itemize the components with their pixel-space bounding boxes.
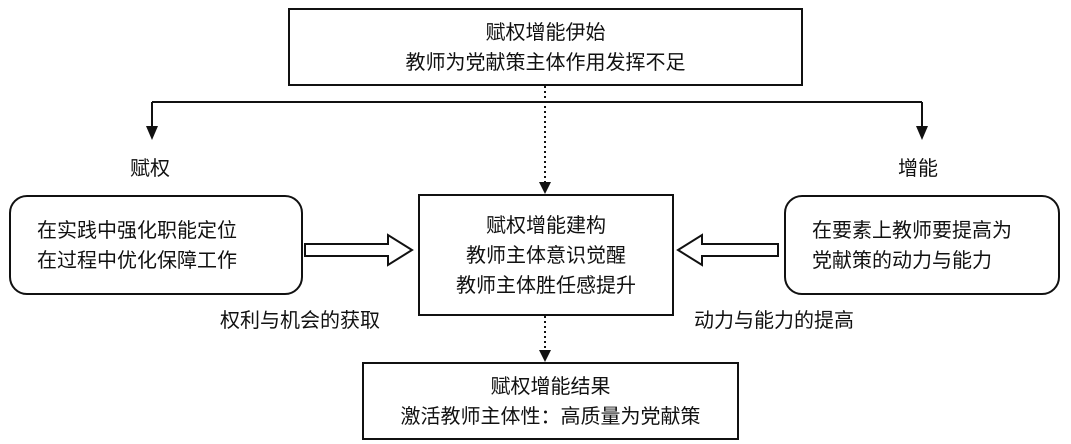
start-title: 赋权增能伊始 xyxy=(485,20,606,44)
right-line2: 党献策的动力与能力 xyxy=(812,248,992,272)
left-line2: 在过程中优化保障工作 xyxy=(37,248,237,272)
right-arrow-label: 动力与能力的提高 xyxy=(694,308,854,332)
left-line1: 在实践中强化职能定位 xyxy=(37,218,237,242)
right-line1: 在要素上教师要提高为 xyxy=(812,218,1012,242)
arrowhead-to-bottom xyxy=(539,350,551,362)
center-title: 赋权增能建构 xyxy=(486,213,606,237)
arrowhead-right-branch xyxy=(916,126,928,140)
center-line2: 教师主体意识觉醒 xyxy=(466,243,626,267)
center-box: 赋权增能建构 教师主体意识觉醒 教师主体胜任感提升 xyxy=(418,194,674,316)
arrowhead-to-center xyxy=(539,182,551,194)
left-branch-label: 赋权 xyxy=(130,156,170,180)
left-box: 在实践中强化职能定位 在过程中优化保障工作 xyxy=(9,195,303,295)
right-box: 在要素上教师要提高为 党献策的动力与能力 xyxy=(784,195,1060,295)
result-box: 赋权增能结果 激活教师主体性：高质量为党献策 xyxy=(362,362,739,440)
hollow-arrow-right xyxy=(676,233,779,267)
hollow-arrow-left xyxy=(304,233,414,267)
arrowhead-left-branch xyxy=(146,126,158,140)
start-subtitle: 教师为党献策主体作用发挥不足 xyxy=(405,50,686,74)
result-title: 赋权增能结果 xyxy=(490,374,611,398)
right-branch-label: 增能 xyxy=(898,156,938,180)
start-box: 赋权增能伊始 教师为党献策主体作用发挥不足 xyxy=(288,8,803,86)
left-arrow-label: 权利与机会的获取 xyxy=(220,308,380,332)
center-line3: 教师主体胜任感提升 xyxy=(456,273,636,297)
result-subtitle: 激活教师主体性：高质量为党献策 xyxy=(400,404,701,428)
